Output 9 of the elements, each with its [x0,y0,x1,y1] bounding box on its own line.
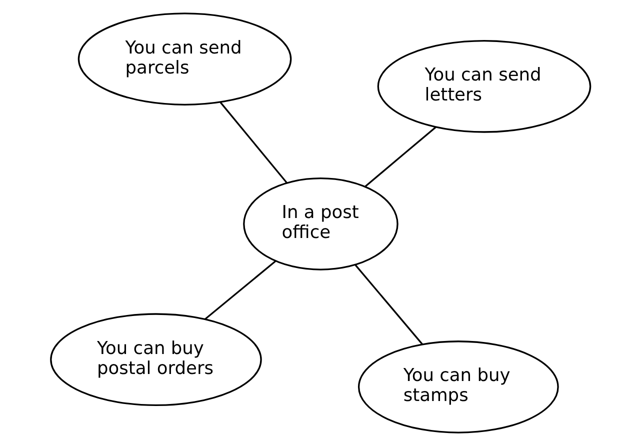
connector [364,126,436,186]
node-ellipse: You can buy stamps [358,340,559,433]
connector [204,260,276,320]
node-ellipse: You can send letters [377,39,592,132]
connector [220,101,288,183]
connector [354,264,424,344]
node-ellipse: You can send parcels [78,12,292,105]
node-ellipse: You can buy postal orders [50,312,262,406]
node-ellipse: In a post office [243,177,398,270]
